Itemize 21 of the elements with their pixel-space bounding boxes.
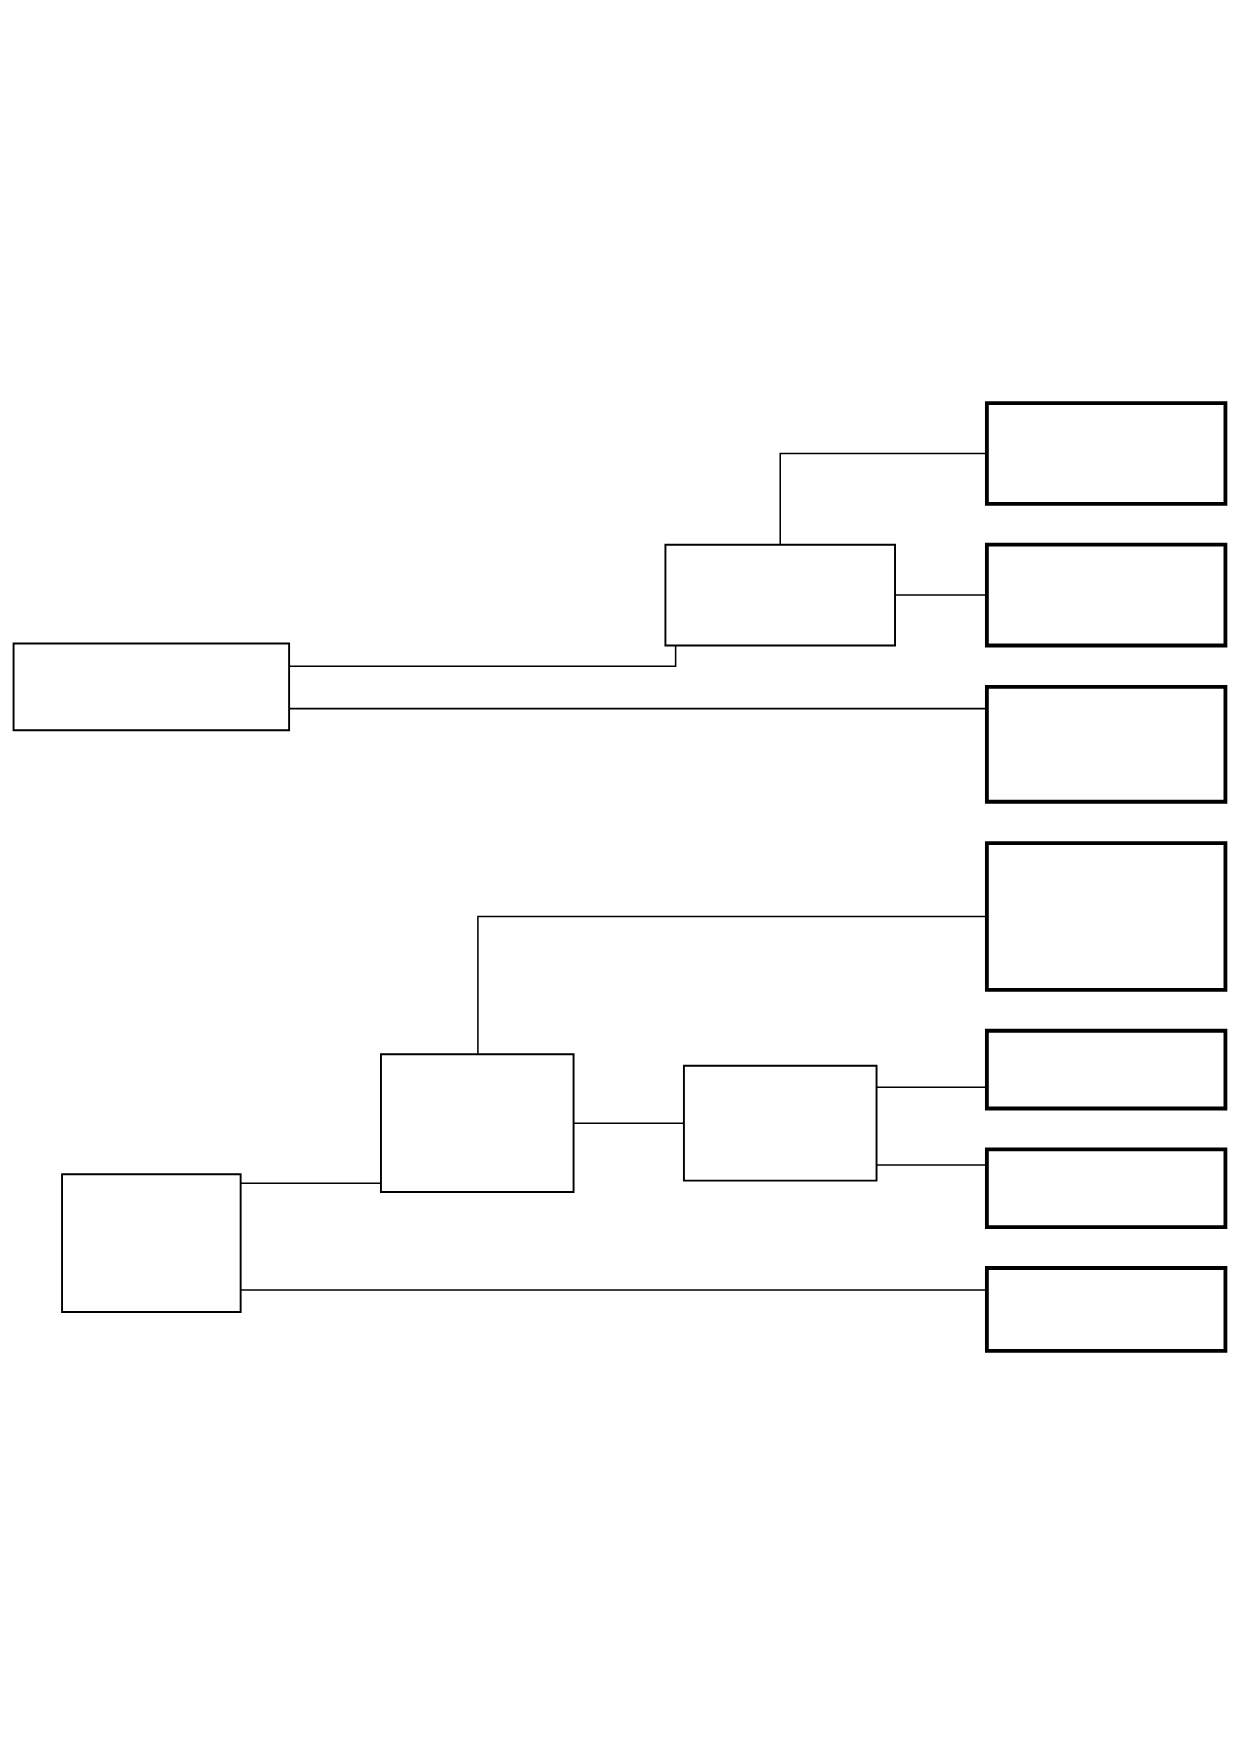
connector <box>894 594 988 596</box>
node-box <box>984 1266 1228 1353</box>
node-box <box>984 685 1228 804</box>
connector <box>779 452 988 546</box>
node-box <box>61 1173 242 1313</box>
node-box <box>380 1053 575 1194</box>
node-box <box>984 1028 1228 1111</box>
node-box <box>664 543 896 647</box>
node-box <box>12 642 291 732</box>
connector <box>288 707 988 710</box>
node-box <box>984 401 1228 506</box>
node-box <box>984 542 1228 648</box>
node-box <box>984 841 1228 992</box>
connector <box>875 1086 988 1088</box>
connector <box>875 1164 988 1166</box>
node-box <box>682 1064 878 1182</box>
connector <box>240 1182 382 1184</box>
node-box <box>984 1147 1228 1230</box>
connector <box>239 1289 988 1291</box>
connector <box>573 1122 685 1124</box>
connector <box>477 915 988 1055</box>
